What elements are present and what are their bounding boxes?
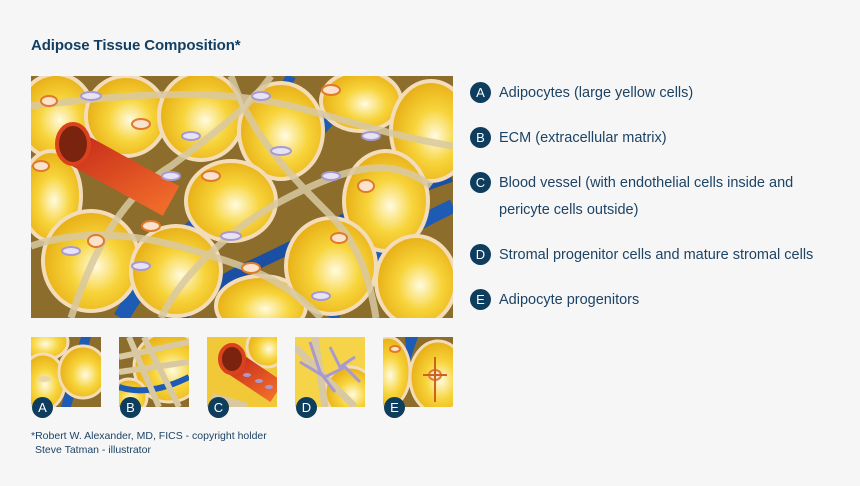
thumbnail-adipocytes: A	[31, 337, 101, 418]
legend-item-adipocyte-progenitors: E Adipocyte progenitors	[470, 287, 639, 314]
legend-item-adipocytes: A Adipocytes (large yellow cells)	[470, 80, 693, 107]
legend-label: Adipocytes (large yellow cells)	[499, 85, 694, 101]
badge-c: C	[470, 172, 491, 193]
legend-label-line1: Blood vessel (with endothelial cells ins…	[499, 175, 794, 191]
badge-d: D	[296, 397, 317, 418]
adipose-tissue-illustration	[31, 76, 453, 318]
legend-item-stromal-cells: D Stromal progenitor cells and mature st…	[470, 242, 813, 269]
thumbnail-image-a	[31, 337, 101, 407]
legend-label: Stromal progenitor cells and mature stro…	[499, 247, 814, 263]
badge-e: E	[384, 397, 405, 418]
thumbnail-image-b	[119, 337, 189, 407]
legend-item-blood-vessel: C Blood vessel (with endothelial cells i…	[470, 170, 793, 224]
badge-c: C	[208, 397, 229, 418]
badge-e: E	[470, 289, 491, 310]
thumbnail-adipocyte-progenitors: E	[383, 337, 453, 418]
thumbnail-ecm: B	[119, 337, 189, 418]
page-title: Adipose Tissue Composition*	[31, 37, 241, 54]
illustration-graphic	[31, 76, 453, 318]
legend-label: Adipocyte progenitors	[499, 292, 640, 308]
legend-label-line2: pericyte cells outside)	[499, 202, 639, 218]
thumbnail-stromal-cells: D	[295, 337, 365, 418]
copyright-line: *Robert W. Alexander, MD, FICS - copyrig…	[31, 430, 267, 442]
badge-b: B	[470, 127, 491, 148]
legend-label: ECM (extracellular matrix)	[499, 130, 667, 146]
credit-caption: *Robert W. Alexander, MD, FICS - copyrig…	[31, 429, 267, 457]
illustrator-line: Steve Tatman - illustrator	[35, 444, 151, 456]
legend-item-ecm: B ECM (extracellular matrix)	[470, 125, 667, 152]
badge-b: B	[120, 397, 141, 418]
badge-a: A	[470, 82, 491, 103]
badge-d: D	[470, 244, 491, 265]
thumbnail-blood-vessel: C	[207, 337, 277, 418]
thumbnail-image-d	[295, 337, 365, 407]
thumbnail-image-e	[383, 337, 453, 407]
badge-a: A	[32, 397, 53, 418]
